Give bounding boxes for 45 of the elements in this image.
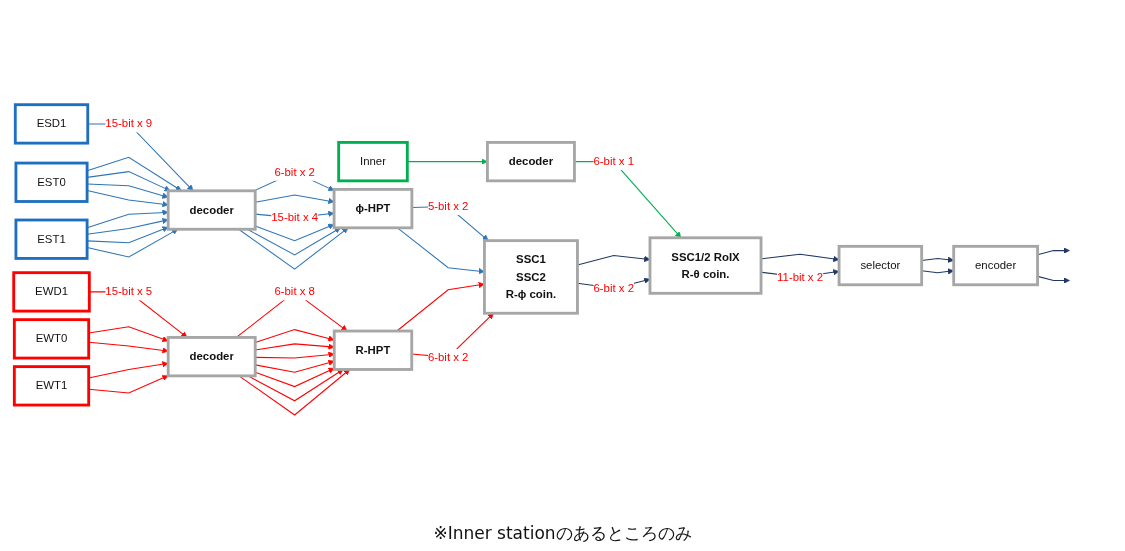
node-box: decoder <box>166 336 257 378</box>
arrow <box>86 171 170 192</box>
arrow <box>254 367 334 388</box>
node-box: R-HPT <box>332 329 413 372</box>
arrow <box>86 183 168 199</box>
arrow <box>576 255 650 266</box>
arrow <box>254 351 334 359</box>
arrow <box>86 123 193 192</box>
note-text: ※Inner stationのあるところのみ <box>433 522 692 545</box>
node-box: Inner <box>336 141 409 183</box>
node-box: decoder <box>166 189 257 231</box>
node-box: ϕ-HPT <box>332 188 413 230</box>
edge-label: 6-bit x 2 <box>273 166 315 179</box>
node-box: EWT0 <box>12 318 90 360</box>
arrow <box>86 218 168 235</box>
node-box: EWD1 <box>11 271 91 313</box>
arrow <box>254 359 334 373</box>
node-box: EST0 <box>14 161 89 204</box>
node-box: decoder <box>485 141 576 183</box>
node-box: SSC1/2 RoIX R-θ coin. <box>648 236 762 295</box>
edge-label: 6-bit x 1 <box>592 155 634 168</box>
arrow <box>86 209 168 229</box>
arrow <box>254 223 334 242</box>
node-box: SSC1 SSC2 R-ϕ coin. <box>482 239 579 315</box>
arrow <box>760 253 839 263</box>
edge-label: 11-bit x 2 <box>776 270 823 283</box>
arrow <box>254 329 334 344</box>
node-box: ESD1 <box>13 103 89 145</box>
edge-label: 15-bit x 9 <box>104 117 152 130</box>
arrow <box>86 226 168 244</box>
arrow <box>86 156 182 192</box>
edge-label: 15-bit x 4 <box>270 211 318 224</box>
arrow <box>254 343 334 351</box>
arrow <box>254 194 334 205</box>
node-box: encoder <box>951 245 1039 287</box>
edge-label: 5-bit x 2 <box>427 200 468 213</box>
edge-label: 6-bit x 2 <box>592 282 634 295</box>
arrow <box>86 229 178 258</box>
edge-label: 6-bit x 2 <box>427 351 468 364</box>
arrow <box>86 190 168 208</box>
node-box: EWT1 <box>12 365 90 407</box>
node-box: selector <box>837 245 923 287</box>
node-box: EST1 <box>14 218 89 260</box>
edge-label: 6-bit x 8 <box>273 285 315 298</box>
edge-label: 15-bit x 5 <box>104 285 152 298</box>
